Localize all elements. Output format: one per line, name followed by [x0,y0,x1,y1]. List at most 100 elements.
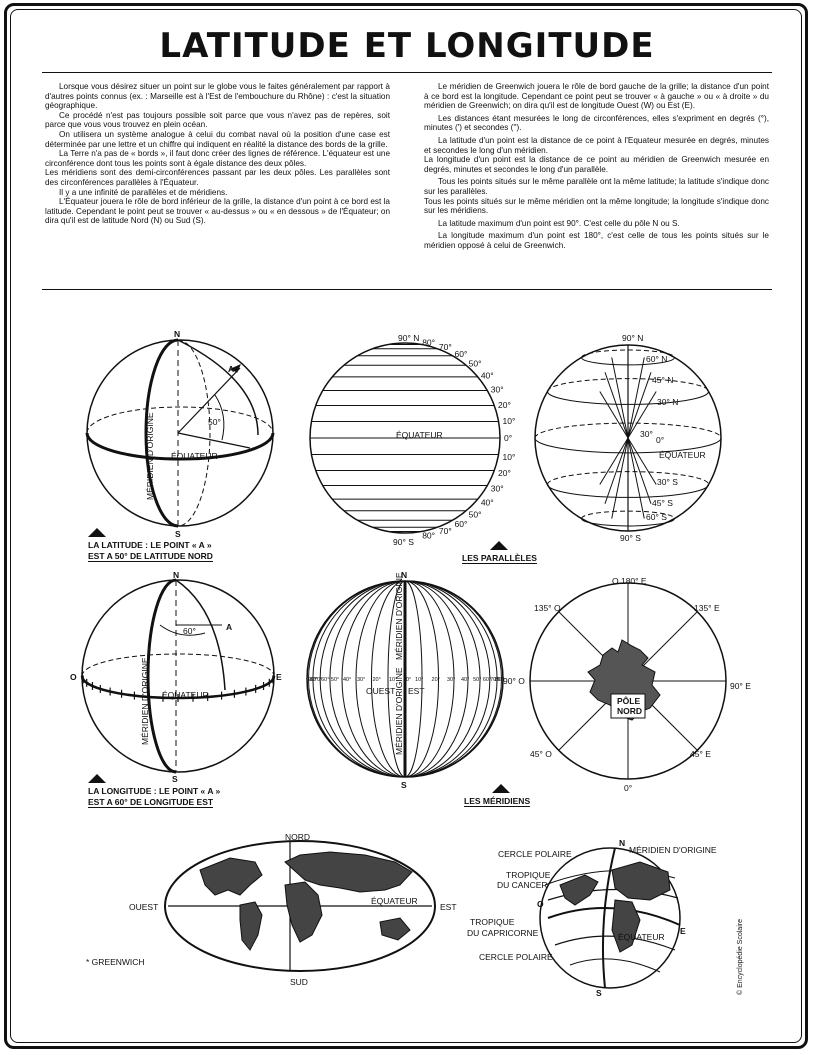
angle-label: 60° [183,626,196,636]
parallel-label: 10° [502,416,515,426]
parallel-ellipse [581,357,675,366]
west-label: O [70,672,77,682]
north-pole-label: 90° N [398,333,419,343]
meridians-globe [306,580,504,778]
longitude-globe [80,578,276,774]
parallel-label: 50° [469,509,482,519]
outer-frame [4,3,808,1049]
paragraph: Tous les points situés sur le même mérid… [424,196,769,216]
paragraph: Ce procédé n'est pas toujours possible s… [45,110,390,130]
meridian-degree-label: 0° [406,677,411,683]
paragraph: La longitude d'un point est la distance … [424,155,769,174]
angle-label: 50° [208,417,221,427]
parallel-label: 60° [455,519,468,529]
parallel-label: 0° [504,433,512,443]
paragraph: Tous les points situés sur le même paral… [424,177,769,196]
meridian-degree-label: 60° [321,677,329,683]
point-a-label: A [226,622,232,632]
triangle-marker-icon [88,774,106,783]
world-map [164,840,436,972]
parallel-label: 70° [439,342,452,352]
paragraph: Il y a une infinité de parallèles et de … [59,187,228,197]
parallel-ellipse-back [534,422,722,439]
north-label: 90° N [622,333,643,343]
parallel-label: 80° [422,531,435,541]
latitude-globe [85,338,275,528]
lat-label: 45° N [652,375,673,385]
equator-label: ÉQUATEUR [659,450,706,460]
parallels-side-globe [534,344,722,532]
parallel-ellipse [534,437,722,454]
meridian-label-lower: MÉRIDIEN D'ORIGINE [394,667,404,755]
parallel-ellipse-back [546,378,710,392]
meridian-degree-label: 40° [461,677,469,683]
page-title: LATITUDE ET LONGITUDE [159,26,655,66]
parallels-globe [309,342,501,534]
latitude-ray [627,437,645,519]
polar-bottom-label: 0° [624,783,632,793]
cancer-label: TROPIQUE [506,870,551,880]
meridian-line [404,580,423,778]
parallel-ellipse-back [546,471,710,485]
meridian-degree-label: 10° [415,677,423,683]
paragraph: Les méridiens sont des demi-circonférenc… [45,168,390,187]
equator-label: ÉQUATEUR [396,430,443,440]
equator-label: ÉQUATEUR [371,896,418,906]
meridian-degree-label: 10° [389,677,397,683]
south-label: S [175,529,181,539]
meridian-degree-label: 20° [372,677,380,683]
meridians-caption: LES MÉRIDIENS [464,784,531,807]
parallel-ellipse [581,518,675,527]
lat-label: 60° N [646,354,667,364]
meridian-degree-label: 50° [473,677,481,683]
parallel-ellipse [546,484,710,498]
point-a-label: A [228,364,234,374]
polar-left-label: 90° O [503,676,525,686]
latitude-ray [627,437,657,485]
latitude-ray [627,437,652,504]
paragraph: Les distances étant mesurées le long de … [424,113,769,133]
meridian-degree-label: 80° [309,677,317,683]
parallel-label: 30° [491,385,504,395]
tilted-globe [539,847,681,989]
polar-top-right-label: 135° E [694,603,720,613]
north-label: NORD [285,832,310,842]
lat-label: 45° S [652,498,673,508]
lat-label: 30° [640,429,653,439]
paragraph: La Terre n'a pas de « bords », il faut d… [45,149,390,168]
meridian-line [370,580,406,778]
latitude-ray [599,391,629,439]
east-label: E [276,672,282,682]
parallel-ellipse-back [581,349,675,358]
parallel-label: 40° [481,497,494,507]
antarctic-circle-label: CERCLE POLAIRE [479,952,553,962]
meridian-degree-labels: 90°80°70°60°50°40°30°20°10°0°10°20°30°40… [308,677,504,683]
credit-text: © Encyclopédie Scolaire [736,919,744,995]
meridian-line [306,580,406,778]
east-label: EST [408,686,425,696]
paragraph: La latitude d'un point est la distance d… [424,135,769,155]
meridian-label: MÉRIDIEN D'ORIGINE [145,412,155,500]
capricorn-label: TROPIQUE [470,917,515,927]
south-label: S [596,988,602,998]
meridian-line [329,580,406,778]
east-label: E [680,926,686,936]
meridian-line [319,580,406,778]
paragraph: La longitude maximum d'un point est 180°… [424,231,769,250]
meridian-degree-label: 50° [331,677,339,683]
pole-label-2: NORD [617,706,642,716]
meridian-degree-label: 40° [343,677,351,683]
triangle-marker-icon [492,784,510,793]
latitude-ray [599,437,629,485]
lat-label: 60° S [646,512,667,522]
paragraph: L'Équateur jouera le rôle de bord inféri… [45,197,390,226]
south-label: S [401,780,407,790]
west-label: O [537,899,544,909]
meridian-line [387,580,406,778]
latitude-ray [604,372,629,439]
meridian-degree-label: 60° [483,677,491,683]
south-pole-label: 90° S [393,537,414,547]
paragraph: Le méridien de Greenwich jouera le rôle … [424,82,769,111]
meridian-line [312,580,406,778]
meridian-line [404,580,469,778]
